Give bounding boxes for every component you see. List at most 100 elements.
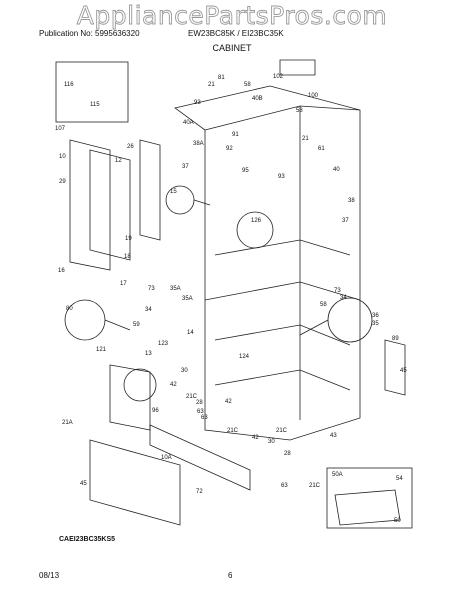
callout-pointers — [104, 199, 329, 336]
callout-label: 34 — [340, 295, 347, 301]
watermark: AppliancePartsPros.com — [76, 1, 388, 31]
callout-label: 36 — [372, 313, 379, 319]
inset-box-part-116 — [55, 61, 129, 123]
callout-label: 61 — [318, 146, 325, 152]
callout-label: 123 — [158, 341, 169, 347]
back-panel — [89, 439, 181, 526]
inset-box-part-50 — [326, 467, 413, 529]
callout-label: 37 — [182, 164, 189, 170]
callout-label: 35 — [372, 321, 379, 327]
door-panel — [89, 149, 131, 261]
callout-label: 42 — [225, 399, 232, 405]
callout-label: 80 — [66, 306, 73, 312]
callout-label: 21A — [62, 420, 73, 426]
callout-label: 93 — [278, 174, 285, 180]
callout-label: 21C — [276, 428, 288, 434]
callout-label: 15 — [170, 189, 177, 195]
callout-label: 40A — [183, 120, 194, 126]
callout-label: 63 — [281, 483, 288, 489]
callout-label: 38A — [193, 141, 204, 147]
callout-label: 30 — [268, 439, 275, 445]
callout-label: 96 — [152, 408, 159, 414]
callout-label: 102 — [273, 74, 284, 80]
callout-label: 63 — [201, 415, 208, 421]
callout-label: 59 — [133, 322, 140, 328]
callout-labels: 116 115 102 100 81 58 21 40B 93 58 40A 9… — [55, 74, 407, 524]
callout-label: 17 — [120, 281, 127, 287]
callout-label: 91 — [232, 132, 239, 138]
callout-label: 50A — [332, 472, 343, 478]
callout-label: 73 — [334, 288, 341, 294]
model-numbers: EW23BC85K / EI23BC35K — [188, 29, 284, 38]
callout-label: 26 — [127, 144, 134, 150]
callout-label: 21C — [227, 428, 239, 434]
callout-label: 58 — [244, 82, 251, 88]
callout-label: 16 — [58, 268, 65, 274]
callout-label: 42 — [252, 435, 259, 441]
diagram-code: CAEI23BC35KS5 — [59, 536, 116, 543]
callout-label: 12 — [115, 158, 122, 164]
callout-label: 93 — [194, 100, 201, 106]
callout-label: 21C — [309, 483, 321, 489]
side-rail — [384, 339, 406, 396]
callout-label: 35A — [170, 286, 181, 292]
callout-label: 40 — [333, 167, 340, 173]
callout-label: 10 — [59, 154, 66, 160]
callout-label: 10A — [161, 455, 172, 461]
cabinet-divider — [204, 281, 361, 301]
kick-plate — [149, 424, 251, 491]
top-hinge-cover — [279, 59, 316, 76]
fan-detail — [123, 368, 157, 402]
callout-label: 126 — [251, 218, 262, 224]
footer-date: 08/13 — [39, 571, 60, 580]
detail-circle-126 — [236, 211, 274, 249]
callout-label: 38 — [348, 198, 355, 204]
callout-label: 92 — [226, 146, 233, 152]
callout-label: 45 — [80, 481, 87, 487]
callout-label: 124 — [239, 354, 250, 360]
callout-label: 107 — [55, 126, 66, 132]
callout-label: 40B — [252, 96, 263, 102]
callout-label: 21 — [208, 82, 215, 88]
callout-label: 95 — [242, 168, 249, 174]
callout-label: 121 — [96, 347, 107, 353]
callout-label: 30 — [181, 368, 188, 374]
callout-label: 116 — [64, 82, 74, 88]
section-title: CABINET — [212, 43, 252, 53]
callout-label: 19 — [125, 236, 132, 242]
callout-label: 54 — [396, 476, 403, 482]
callout-label: 21 — [302, 136, 309, 142]
cabinet-top-edge — [204, 105, 361, 131]
callout-label: 42 — [170, 382, 177, 388]
callout-label: 63 — [197, 409, 204, 415]
callout-label: 28 — [284, 451, 291, 457]
callout-label: 89 — [392, 336, 399, 342]
shelf-line — [214, 239, 351, 256]
callout-label: 45 — [400, 368, 407, 374]
inset-part-50 — [334, 489, 401, 526]
callout-label: 115 — [90, 102, 100, 108]
publication-number: Publication No: 5995636320 — [39, 29, 140, 38]
freezer-lines — [214, 324, 351, 391]
callout-label: 13 — [145, 351, 152, 357]
callout-label: 35A — [182, 296, 193, 302]
callout-label: 18 — [124, 254, 131, 260]
callout-label: 29 — [59, 179, 66, 185]
callout-label: 100 — [308, 93, 319, 99]
door-liner — [69, 139, 111, 271]
callout-label: 34 — [145, 307, 152, 313]
callout-label: 50 — [394, 518, 401, 524]
detail-circle-59 — [327, 297, 373, 343]
callout-label: 28 — [196, 400, 203, 406]
callout-label: 58 — [296, 108, 303, 114]
cabinet-shell — [174, 85, 361, 441]
callout-label: 21C — [186, 394, 198, 400]
callout-label: 14 — [187, 330, 194, 336]
callout-label: 81 — [218, 75, 225, 81]
page-number: 6 — [228, 571, 233, 580]
side-trim — [139, 139, 161, 241]
callout-label: 73 — [148, 286, 155, 292]
callout-label: 37 — [342, 218, 349, 224]
callout-label: 72 — [196, 489, 203, 495]
